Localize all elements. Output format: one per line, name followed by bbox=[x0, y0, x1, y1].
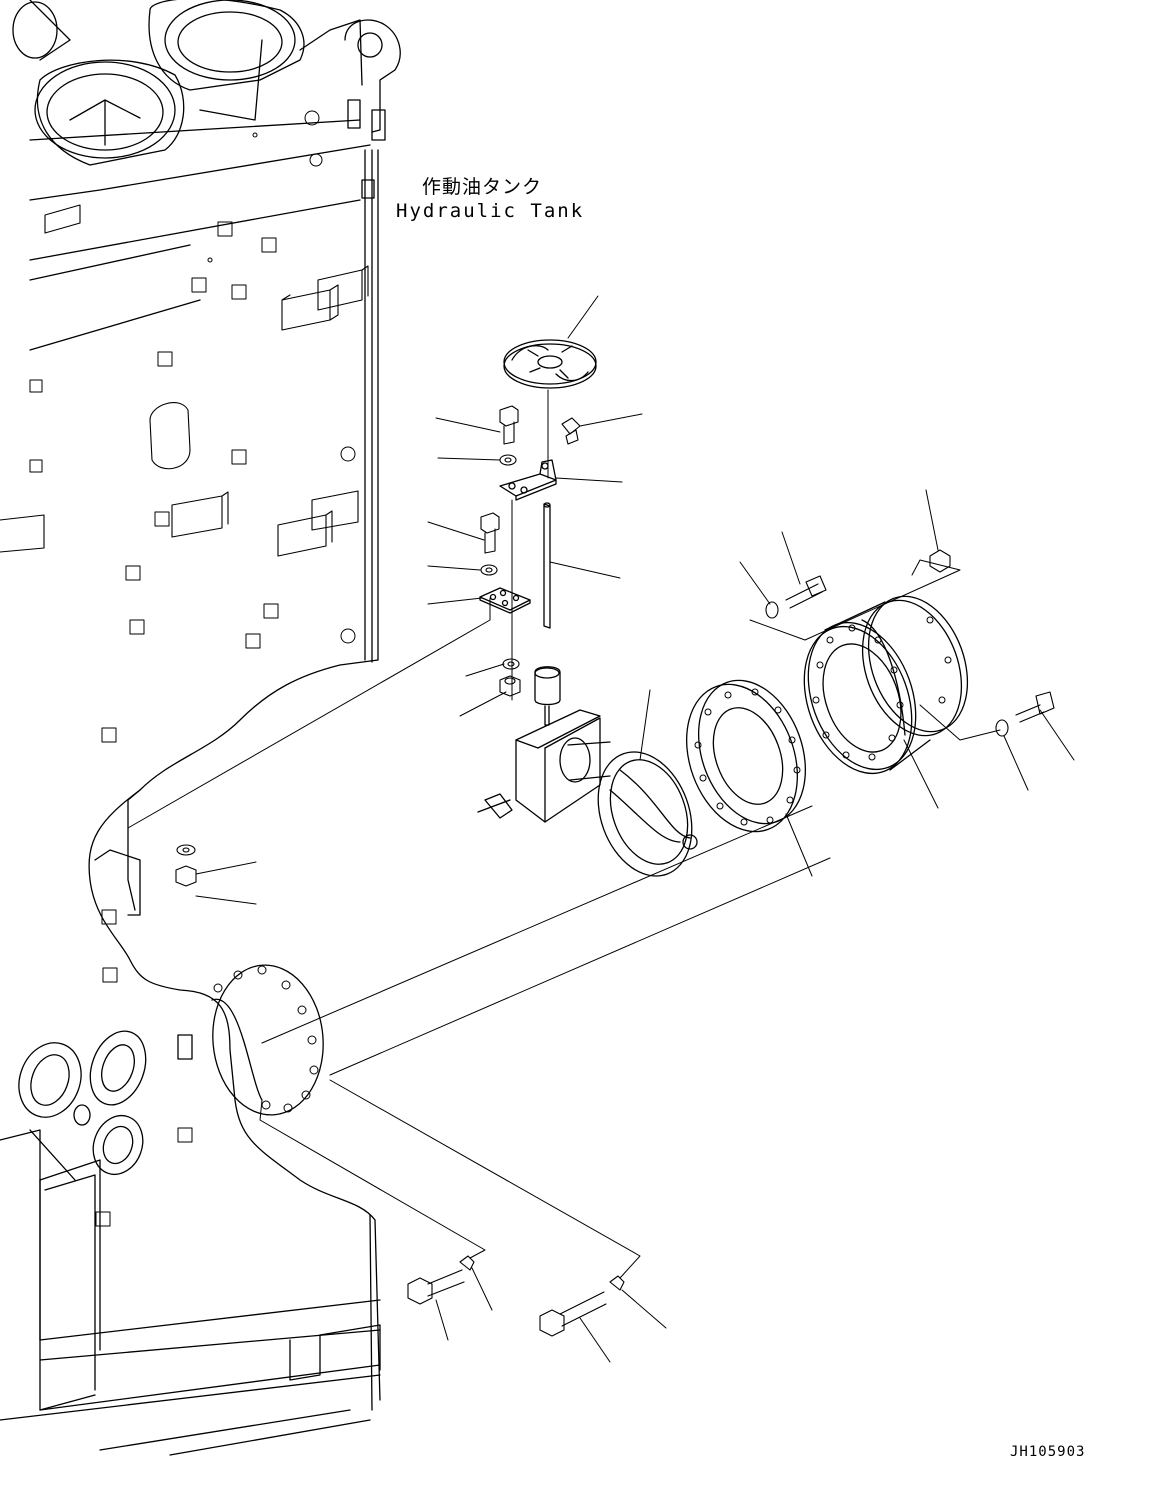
assembly-axis-lines bbox=[127, 389, 1001, 1279]
spool-pipe bbox=[803, 595, 969, 775]
gear-box bbox=[477, 666, 611, 823]
leader-lines bbox=[195, 295, 1075, 1363]
valve-handwheel bbox=[503, 339, 597, 389]
cover-plate bbox=[479, 587, 531, 614]
hydraulic-tank-label-jp: 作動油タンク bbox=[422, 176, 543, 198]
butterfly-disc bbox=[597, 751, 698, 877]
valve-bracket bbox=[499, 459, 557, 501]
hydraulic-tank-label-en: Hydraulic Tank bbox=[396, 200, 585, 222]
fasteners bbox=[175, 405, 1055, 1337]
hydraulic-tank-body bbox=[0, 0, 401, 1456]
drawing-number: JH105903 bbox=[1010, 1444, 1086, 1460]
flange-gasket bbox=[686, 679, 807, 833]
valve-stem bbox=[543, 502, 551, 629]
